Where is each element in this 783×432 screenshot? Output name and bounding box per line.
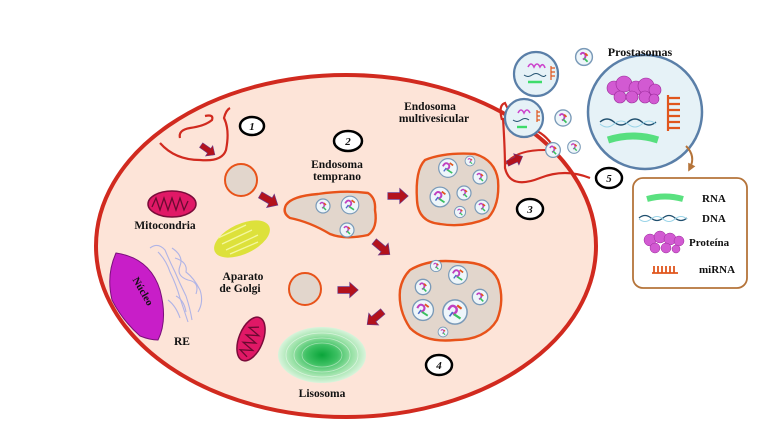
multivesicular-endosome-2 <box>398 259 503 342</box>
early-endosome-label-2: temprano <box>313 171 361 183</box>
mitochondria-label: Mitocondria <box>134 220 196 232</box>
protein-cluster <box>606 75 662 105</box>
endoplasmic-reticulum <box>149 244 203 323</box>
svg-text:2: 2 <box>344 136 351 148</box>
early-endosome-label: Endosoma <box>311 159 363 171</box>
protein-icon <box>643 230 685 254</box>
rna-icon <box>646 193 684 202</box>
legend-item-rna: RNA <box>646 193 726 205</box>
mvb-label: Endosoma <box>404 101 456 113</box>
svg-text:5: 5 <box>606 173 612 185</box>
svg-text:4: 4 <box>435 360 442 372</box>
legend-item-protein: Proteína <box>643 230 730 254</box>
multivesicular-endosome-1: Endosoma multivesicular <box>399 101 500 227</box>
arrow-icon <box>685 145 696 172</box>
svg-text:Proteína: Proteína <box>689 237 730 249</box>
mitochondrion-2 <box>236 316 266 362</box>
dna-icon <box>638 214 688 222</box>
step-markers: 1 2 3 4 5 <box>238 115 624 377</box>
step-4: 4 <box>424 353 454 377</box>
legend-item-mirna: miRNA <box>652 264 735 276</box>
er-label: RE <box>174 336 190 348</box>
step-3: 3 <box>515 197 545 221</box>
legend: RNA DNA Proteína miRNA <box>632 177 748 289</box>
mirna-comb <box>666 95 680 131</box>
prostasome-medium-1 <box>512 50 560 98</box>
prostasome-large <box>586 53 704 171</box>
golgi-label-2: de Golgi <box>219 283 261 295</box>
golgi-label: Aparato <box>223 271 264 283</box>
svg-text:RNA: RNA <box>702 193 726 205</box>
step-2: 2 <box>332 129 364 153</box>
early-endosome: Endosoma temprano <box>283 159 377 239</box>
lysosome: Lisosoma <box>278 327 366 400</box>
prostasomes-label: Prostasomas <box>608 45 673 59</box>
prostasomes: Prostasomas <box>503 45 704 171</box>
endocytosis-invagination <box>159 107 231 162</box>
step-5: 5 <box>594 166 624 190</box>
lysosome-label: Lisosoma <box>299 388 346 400</box>
mitochondrion: Mitocondria <box>134 190 197 232</box>
nucleus: Núcleo <box>109 252 164 341</box>
legend-item-dna: DNA <box>638 213 726 225</box>
svg-text:DNA: DNA <box>702 213 726 225</box>
prostasome-medium-2 <box>503 97 545 139</box>
mirna-icon <box>652 266 678 274</box>
golgi-apparatus: Aparato de Golgi <box>214 220 270 295</box>
endocytic-vesicle-2 <box>288 272 322 306</box>
svg-text:miRNA: miRNA <box>699 264 735 276</box>
endocytic-vesicle <box>224 163 258 197</box>
mvb-label-2: multivesicular <box>399 113 469 125</box>
svg-text:1: 1 <box>249 121 255 133</box>
svg-text:3: 3 <box>526 204 533 216</box>
step-1: 1 <box>238 115 266 137</box>
